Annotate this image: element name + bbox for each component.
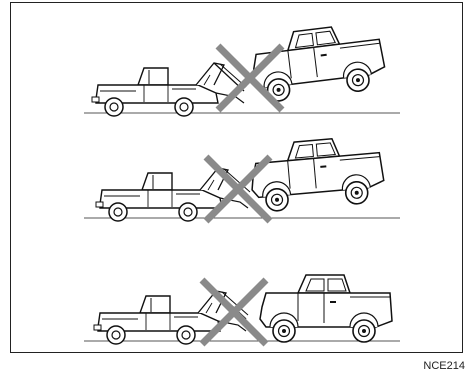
figure-border	[11, 3, 463, 353]
figure-code-label: NCE214	[423, 360, 465, 372]
